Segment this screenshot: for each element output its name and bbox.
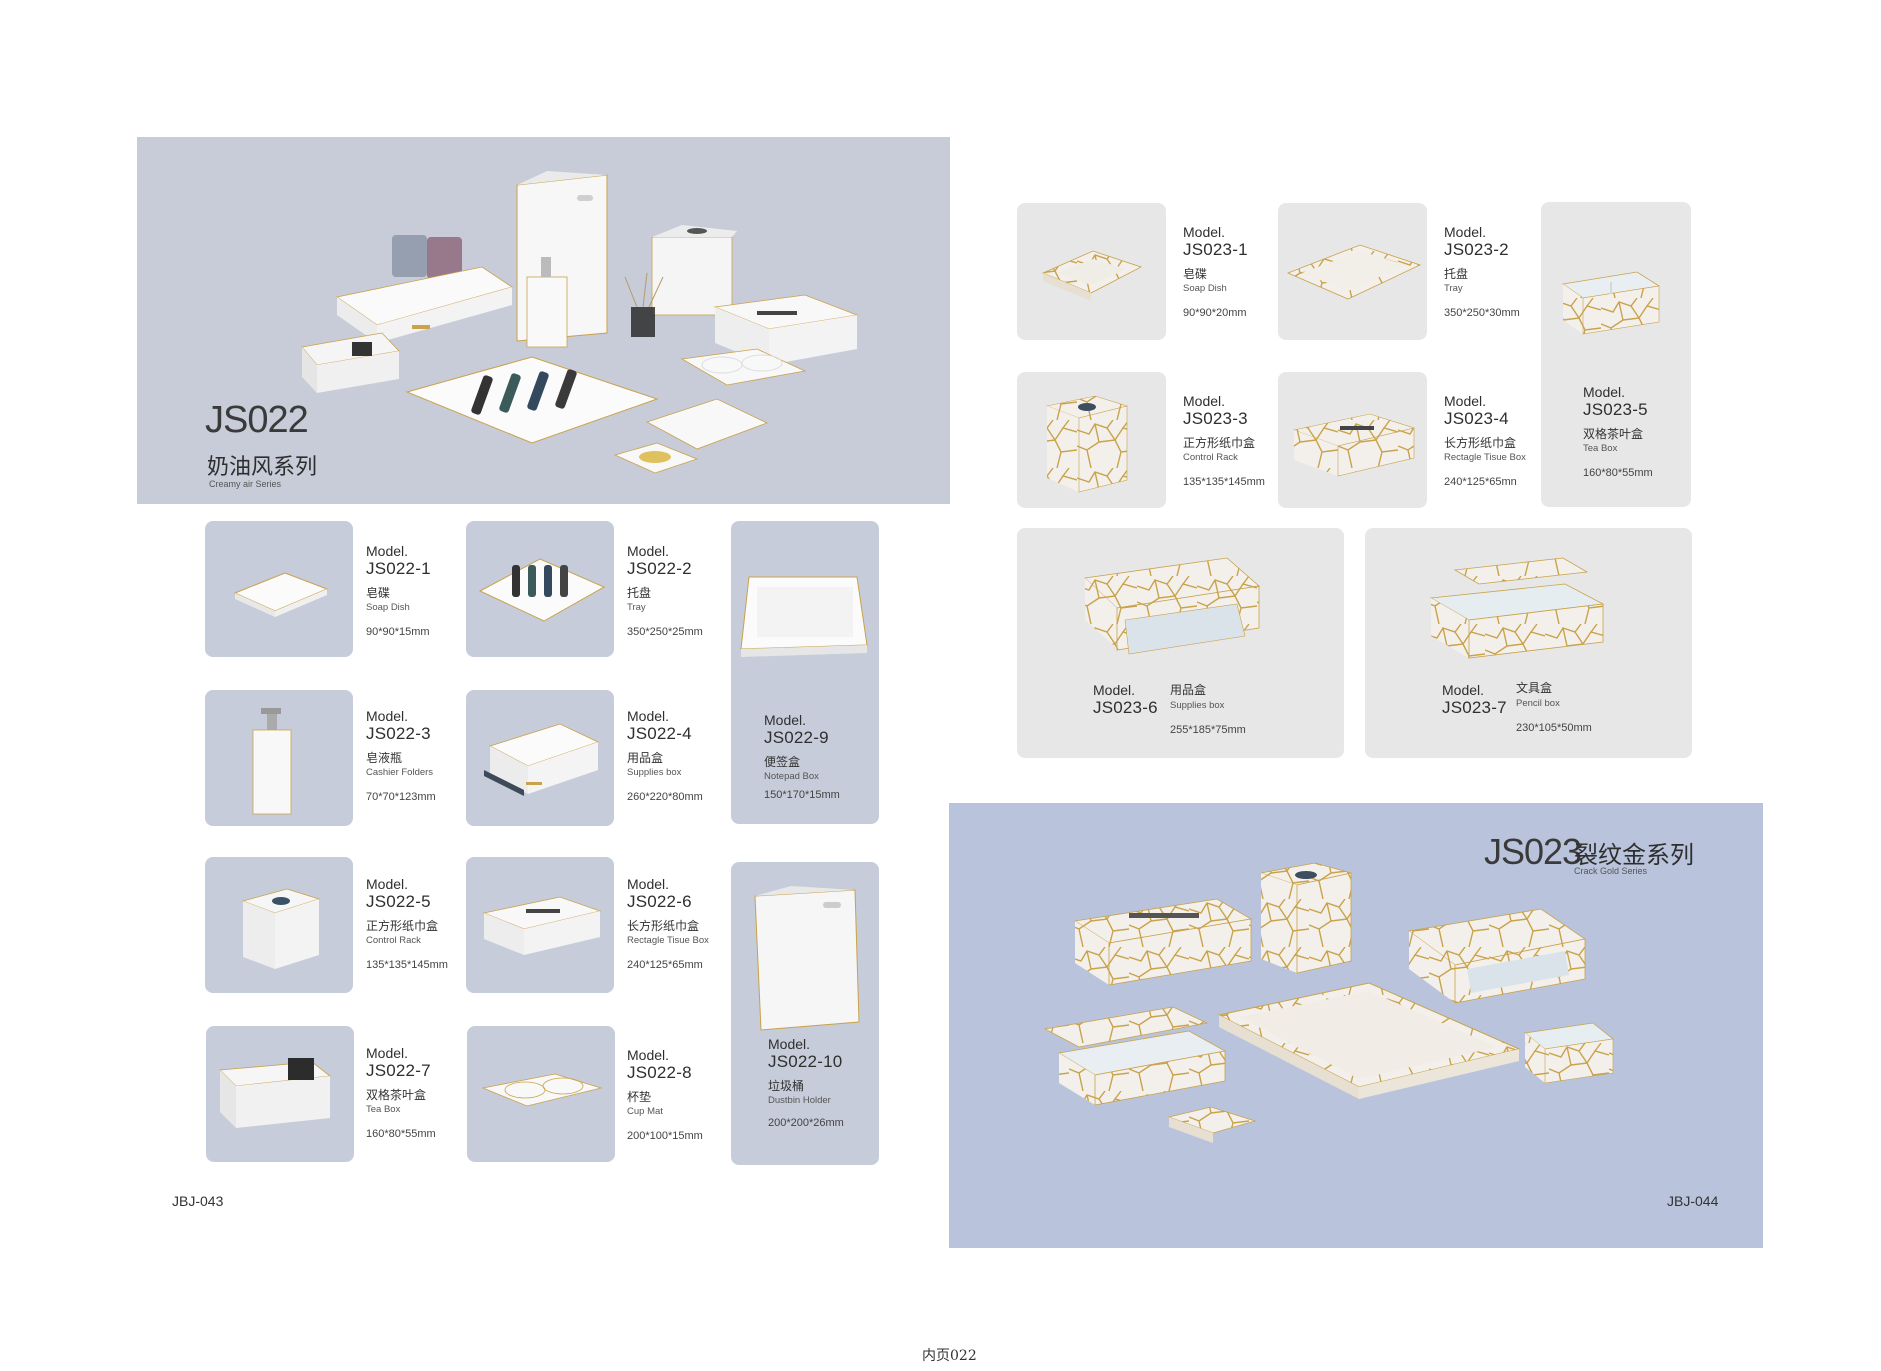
js023-6-details: 用品盒 Supplies box 255*185*75mm [1170,683,1246,736]
product-code: JS022-3 [366,724,431,744]
product-dimensions: 90*90*15mm [366,626,430,639]
js022-3-info: Model. JS022-3 皂液瓶 Cashier Folders 70*70… [366,708,436,804]
js022-6-info: Model. JS022-6 长方形纸巾盒 Rectagle Tisue Box… [627,876,709,972]
js022-6-image [466,857,614,993]
right-page-number: JBJ-044 [1667,1193,1719,1209]
js022-8-info: Model. JS022-8 杯垫 Cup Mat 200*100*15mm [627,1047,703,1143]
js023-4-info: Model. JS023-4 长方形纸巾盒 Rectagle Tisue Box… [1444,393,1526,489]
product-dimensions: 200*100*15mm [627,1130,703,1143]
product-dimensions: 150*170*15mm [764,789,840,802]
js022-1-image [205,521,353,657]
product-dimensions: 160*80*55mm [1583,467,1653,480]
product-code: JS022-8 [627,1063,692,1083]
product-code: JS022-1 [366,559,431,579]
js022-9-info: Model. JS022-9 便签盒 Notepad Box 150*170*1… [764,712,840,802]
js023-hero-banner: JS023 裂纹金系列 Crack Gold Series JBJ-044 [949,803,1763,1248]
js022-3-image [205,690,353,826]
js022-4-info: Model. JS022-4 用品盒 Supplies box 260*220*… [627,708,703,804]
js022-hero-banner: JS022 奶油风系列 Creamy air Series [137,137,950,504]
product-code: JS023-2 [1444,240,1509,260]
js022-5-image [205,857,353,993]
product-code: JS023-7 [1442,698,1507,718]
js023-hero-series-en: Crack Gold Series [1574,866,1648,876]
product-dimensions: 240*125*65mn [1444,476,1517,489]
product-dimensions: 260*220*80mm [627,791,703,804]
js022-10-image [731,862,879,1165]
footer-page-label: 内页022 [922,1348,977,1364]
product-dimensions: 230*105*50mm [1516,721,1592,734]
left-page-number: JBJ-043 [172,1193,224,1209]
product-dimensions: 255*185*75mm [1170,723,1246,736]
js022-7-image [206,1026,354,1162]
js022-7-info: Model. JS022-7 双格茶叶盒 Tea Box 160*80*55mm [366,1045,436,1141]
js022-hero-illustration [301,171,859,474]
js023-6-info: Model. JS023-6 [1093,682,1158,718]
js023-5-image [1541,202,1691,507]
product-code: JS023-4 [1444,409,1509,429]
js023-6-card [1017,528,1344,758]
js023-4-image [1278,372,1427,508]
product-code: JS022-5 [366,892,431,912]
product-code: JS022-2 [627,559,692,579]
product-code: JS023-5 [1583,400,1648,420]
js023-3-info: Model. JS023-3 正方形纸巾盒 Control Rack 135*1… [1183,393,1265,489]
product-dimensions: 240*125*65mm [627,959,703,972]
js022-hero-series-en: Creamy air Series [209,479,282,489]
js023-7-details: 文具盒 Pencil box 230*105*50mm [1516,681,1592,734]
js023-3-image [1017,372,1166,508]
js023-1-image [1017,203,1166,340]
product-code: JS023-6 [1093,698,1158,718]
js022-2-image [466,521,614,657]
js022-2-info: Model. JS022-2 托盘 Tray 350*250*25mm [627,543,703,639]
js022-10-info: Model. JS022-10 垃圾桶 Dustbin Holder 200*2… [768,1036,844,1130]
js022-4-image [466,690,614,826]
product-dimensions: 200*200*26mm [768,1117,844,1130]
js023-hero-illustration [1043,862,1614,1143]
js022-hero-series-name: 奶油风系列 [207,454,318,479]
product-code: JS023-1 [1183,240,1248,260]
product-dimensions: 350*250*30mm [1444,307,1520,320]
js023-7-card [1365,528,1692,758]
product-dimensions: 90*90*20mm [1183,307,1247,320]
product-code: JS023-3 [1183,409,1248,429]
product-code: JS022-4 [627,724,692,744]
js023-2-image [1278,203,1427,340]
js022-9-image [731,521,879,824]
product-dimensions: 135*135*145mm [366,959,448,972]
js023-2-info: Model. JS023-2 托盘 Tray 350*250*30mm [1444,224,1520,320]
product-dimensions: 160*80*55mm [366,1128,436,1141]
product-dimensions: 135*135*145mm [1183,476,1265,489]
product-dimensions: 70*70*123mm [366,791,436,804]
product-code: JS022-10 [768,1052,843,1072]
js023-1-info: Model. JS023-1 皂碟 Soap Dish 90*90*20mm [1183,224,1248,320]
js022-8-image [467,1026,615,1162]
js022-5-info: Model. JS022-5 正方形纸巾盒 Control Rack 135*1… [366,876,448,972]
js022-hero-code: JS022 [205,399,309,441]
product-code: JS022-7 [366,1061,431,1081]
js023-7-info: Model. JS023-7 [1442,682,1507,718]
product-code: JS022-9 [764,728,829,748]
js023-hero-code: JS023 [1484,831,1582,872]
product-dimensions: 350*250*25mm [627,626,703,639]
js023-hero-series-name: 裂纹金系列 [1574,842,1694,869]
js022-1-info: Model. JS022-1 皂碟 Soap Dish 90*90*15mm [366,543,431,639]
js023-5-info: Model. JS023-5 双格茶叶盒 Tea Box 160*80*55mm [1583,384,1653,480]
product-code: JS022-6 [627,892,692,912]
